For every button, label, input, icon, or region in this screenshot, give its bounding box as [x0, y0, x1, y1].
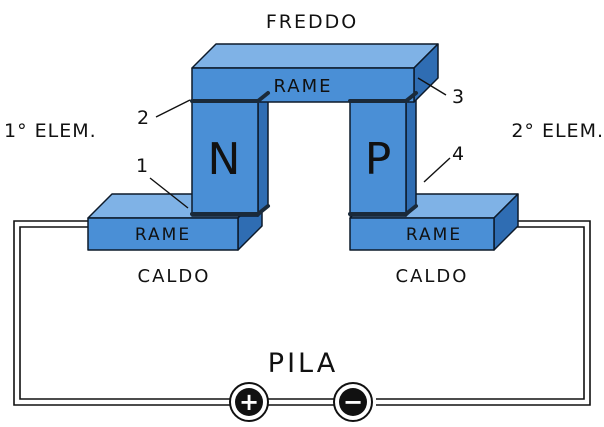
hot-label-left: CALDO [138, 266, 211, 287]
p-label: P [365, 134, 392, 185]
copper-label-top: RAME [274, 76, 333, 97]
element-2-label: 2° ELEM. [511, 120, 604, 142]
junction-3-band [348, 91, 418, 103]
copper-label-right: RAME [406, 225, 462, 245]
leader-lines [149, 77, 451, 209]
hot-label-right: CALDO [396, 266, 469, 287]
circuit-wire [13, 220, 591, 406]
battery-positive-terminal: + [229, 382, 269, 422]
copper-label-left: RAME [135, 225, 191, 245]
n-label: N [208, 134, 241, 185]
plus-icon: + [239, 388, 259, 416]
battery-negative-terminal: − [333, 382, 373, 422]
junction-2-band [190, 91, 270, 103]
junction-2-number: 2 [137, 107, 149, 129]
junctions [190, 91, 418, 216]
battery-label: PILA [268, 348, 338, 379]
copper-plate-left [87, 193, 263, 251]
junction-1-band [190, 204, 270, 216]
copper-bridge-top [191, 43, 439, 103]
cold-label: FREDDO [266, 11, 358, 33]
junction-1-number: 1 [136, 155, 148, 177]
minus-icon: − [343, 388, 363, 416]
junction-4-band [348, 204, 418, 216]
element-1-label: 1° ELEM. [4, 120, 97, 142]
junction-3-number: 3 [452, 86, 464, 108]
junction-4-number: 4 [452, 143, 464, 165]
